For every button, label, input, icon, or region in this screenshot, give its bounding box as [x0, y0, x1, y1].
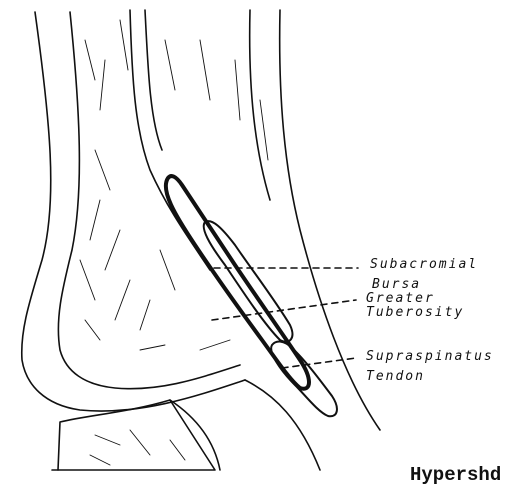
label-tuberosity: Tuberosity: [366, 306, 464, 320]
label-tendon: Tendon: [366, 370, 425, 384]
label-bursa: Bursa: [372, 278, 421, 292]
label-subacromial: Subacromial: [370, 258, 478, 272]
caption-text: Hypershd: [410, 464, 501, 486]
label-supraspinatus: Supraspinatus: [366, 350, 494, 364]
label-greater: Greater: [366, 292, 435, 306]
